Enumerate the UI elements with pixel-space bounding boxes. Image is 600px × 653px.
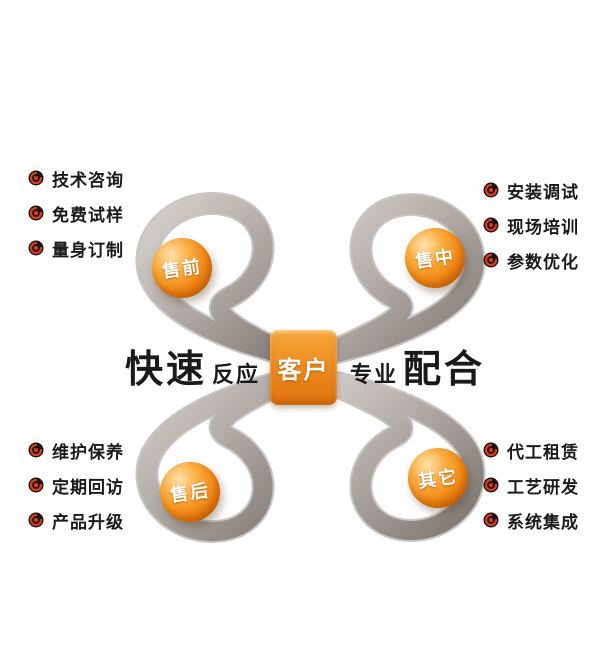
spiral-bullet-icon: [28, 240, 44, 256]
list-item-label: 参数优化: [507, 252, 579, 272]
list-item-label: 安装调试: [507, 182, 579, 202]
list-item-label: 代工租赁: [507, 442, 579, 462]
after-sale-service-list: 维护保养 定期回访 产品升级: [28, 439, 124, 544]
ribbon-loop-top-right: [300, 195, 484, 372]
list-item-label: 工艺研发: [507, 477, 579, 497]
list-item: 定期回访: [28, 474, 124, 497]
node-after-sale: 售后: [160, 462, 220, 522]
ribbon-loop-top-left: [137, 194, 312, 372]
node-mid-sale-label: 售中: [413, 246, 457, 272]
spiral-bullet-icon: [483, 217, 499, 233]
list-item: 安装调试: [483, 179, 579, 202]
spiral-bullet-icon: [28, 512, 44, 528]
list-item: 量身订制: [28, 237, 124, 260]
node-mid-sale: 售中: [405, 228, 465, 288]
spiral-bullet-icon: [28, 477, 44, 493]
list-item: 技术咨询: [28, 167, 124, 190]
list-item: 产品升级: [28, 509, 124, 532]
list-item-label: 系统集成: [507, 512, 579, 532]
ribbon-loop-bottom-right: [300, 363, 484, 540]
spiral-bullet-icon: [483, 477, 499, 493]
customer-center-box: 客户: [270, 330, 337, 405]
list-item: 参数优化: [483, 249, 579, 272]
slogan-left: 快速反应: [125, 338, 260, 393]
list-item: 代工租赁: [483, 439, 579, 462]
slogan-right-strong: 配合: [403, 349, 486, 391]
list-item-label: 免费试样: [52, 205, 124, 225]
node-pre-sale-label: 售前: [160, 256, 204, 282]
spiral-bullet-icon: [28, 442, 44, 458]
slogan-left-strong: 快速: [124, 349, 207, 391]
customer-label: 客户: [277, 357, 330, 384]
list-item: 现场培训: [483, 214, 579, 237]
other-service-list: 代工租赁 工艺研发 系统集成: [483, 439, 579, 544]
spiral-bullet-icon: [483, 442, 499, 458]
slogan-left-light: 反应: [211, 362, 260, 387]
node-other-label: 其它: [416, 466, 460, 492]
spiral-bullet-icon: [483, 512, 499, 528]
list-item-label: 量身订制: [52, 240, 124, 260]
list-item: 工艺研发: [483, 474, 579, 497]
spiral-bullet-icon: [28, 205, 44, 221]
slogan-right-light: 专业: [350, 362, 399, 387]
node-other: 其它: [408, 448, 468, 508]
list-item: 系统集成: [483, 509, 579, 532]
mid-sale-service-list: 安装调试 现场培训 参数优化: [483, 179, 579, 284]
list-item-label: 技术咨询: [52, 170, 124, 190]
list-item: 免费试样: [28, 202, 124, 225]
ribbon-loop-bottom-left: [137, 363, 312, 541]
list-item: 维护保养: [28, 439, 124, 462]
list-item-label: 定期回访: [52, 477, 124, 497]
list-item-label: 产品升级: [52, 512, 124, 532]
pre-sale-service-list: 技术咨询 免费试样 量身订制: [28, 167, 124, 272]
slogan-right: 专业配合: [350, 338, 485, 393]
node-after-sale-label: 售后: [168, 480, 212, 506]
spiral-bullet-icon: [483, 252, 499, 268]
spiral-bullet-icon: [28, 170, 44, 186]
node-pre-sale: 售前: [152, 238, 212, 298]
spiral-bullet-icon: [483, 182, 499, 198]
list-item-label: 现场培训: [507, 217, 579, 237]
list-item-label: 维护保养: [52, 442, 124, 462]
